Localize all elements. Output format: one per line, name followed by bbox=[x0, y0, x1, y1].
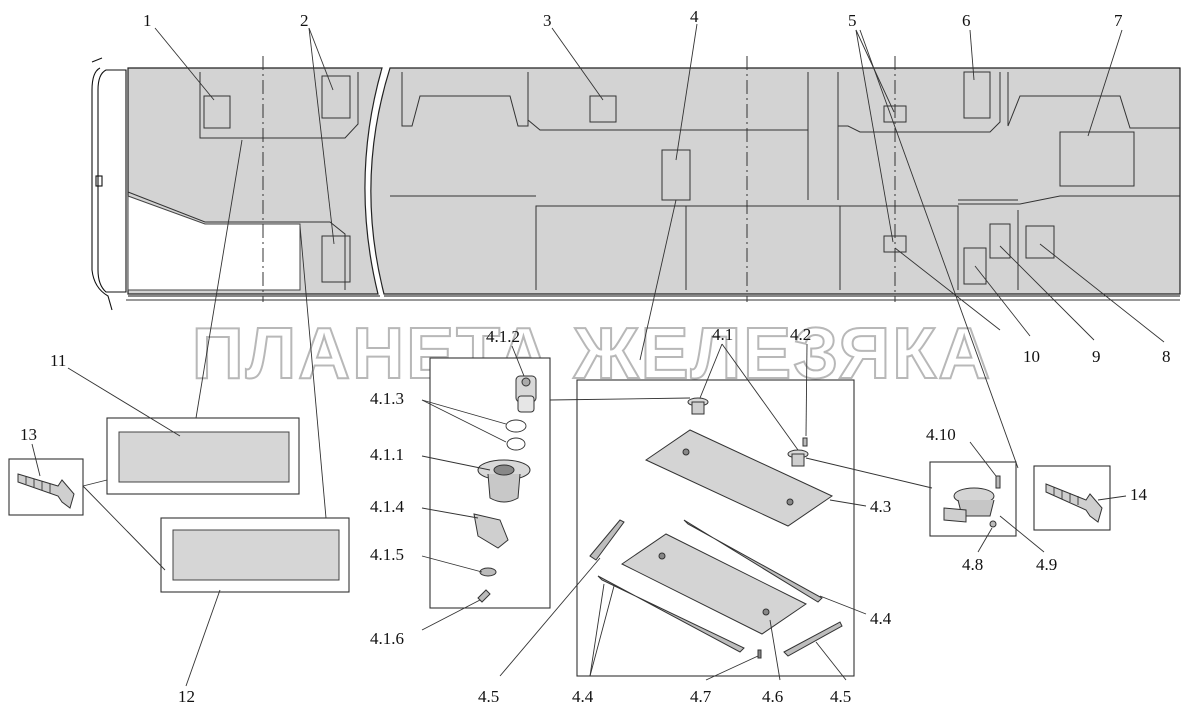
callout-4-1-1: 4.1.1 bbox=[370, 445, 404, 464]
part-4-4-right bbox=[683, 519, 823, 603]
callout-12: 12 bbox=[178, 687, 195, 706]
callout-4-3: 4.3 bbox=[870, 497, 891, 516]
part-4-1-a bbox=[687, 397, 709, 415]
bus-side-view bbox=[91, 56, 1181, 311]
callout-3: 3 bbox=[543, 11, 552, 30]
callout-4-2: 4.2 bbox=[790, 325, 811, 344]
part-4-1-2 bbox=[515, 375, 537, 413]
part-4-5-left bbox=[589, 519, 625, 561]
callout-4-6: 4.6 bbox=[762, 687, 783, 706]
part-4-4-left bbox=[597, 575, 745, 653]
callout-4-10: 4.10 bbox=[926, 425, 956, 444]
part-4-1-5 bbox=[479, 567, 497, 577]
label-plates: 11 12 13 bbox=[8, 139, 350, 706]
part-4-9 bbox=[943, 487, 995, 523]
bus-front-outline bbox=[91, 57, 113, 311]
part-4-1-3-ring-a bbox=[505, 419, 527, 433]
plate-11 bbox=[118, 431, 290, 483]
callout-4-5-right: 4.5 bbox=[830, 687, 851, 706]
callout-7: 7 bbox=[1114, 11, 1123, 30]
callout-4-5-left: 4.5 bbox=[478, 687, 499, 706]
part-4-1-3-ring-b bbox=[506, 437, 526, 451]
callout-11: 11 bbox=[50, 351, 66, 370]
part-4-7 bbox=[757, 649, 762, 659]
callout-4-8: 4.8 bbox=[962, 555, 983, 574]
callout-1: 1 bbox=[143, 11, 152, 30]
callout-4-1-6: 4.1.6 bbox=[370, 629, 404, 648]
callout-4-7: 4.7 bbox=[690, 687, 712, 706]
assembly-4-1-box: 4.1.2 4.1.3 4.1.1 4.1.4 4.1.5 4.1.6 bbox=[370, 327, 551, 648]
callout-4-9: 4.9 bbox=[1036, 555, 1057, 574]
watermark-text: ПЛАНЕТА ЖЕЛЕЗЯКА bbox=[192, 314, 992, 394]
callout-4-1-2: 4.1.2 bbox=[486, 327, 520, 346]
part-4-2 bbox=[802, 437, 808, 447]
callout-10: 10 bbox=[1023, 347, 1040, 366]
bus-rear-section bbox=[370, 67, 1181, 295]
screw-14-group: 14 bbox=[1033, 465, 1148, 531]
part-4-5-right bbox=[783, 621, 843, 657]
callout-9: 9 bbox=[1092, 347, 1101, 366]
part-4-8 bbox=[989, 520, 997, 528]
plate-12 bbox=[172, 529, 340, 581]
callout-4-1-4: 4.1.4 bbox=[370, 497, 405, 516]
assembly-4-10-box: 4.10 4.8 4.9 bbox=[805, 425, 1057, 574]
callout-8: 8 bbox=[1162, 347, 1171, 366]
part-4-1-b bbox=[787, 449, 809, 467]
part-4-1-6 bbox=[477, 589, 491, 603]
part-4-6 bbox=[621, 533, 807, 635]
callout-6: 6 bbox=[962, 11, 971, 30]
callout-14: 14 bbox=[1130, 485, 1148, 504]
assembly-4-box: 4.1 4.2 4.3 4.4 4.4 4.5 4.7 4.6 4.5 bbox=[478, 325, 892, 706]
callout-4-4-left: 4.4 bbox=[572, 687, 594, 706]
callout-4-1: 4.1 bbox=[712, 325, 733, 344]
callout-5: 5 bbox=[848, 11, 857, 30]
callout-4-1-3: 4.1.3 bbox=[370, 389, 404, 408]
callout-4-1-5: 4.1.5 bbox=[370, 545, 404, 564]
callout-2: 2 bbox=[300, 11, 309, 30]
callout-4: 4 bbox=[690, 7, 699, 26]
screw-14 bbox=[1045, 483, 1103, 523]
bus-callouts: 1 2 3 4 5 6 7 8 9 10 bbox=[143, 7, 1171, 469]
part-4-1-1 bbox=[477, 459, 531, 503]
part-4-10 bbox=[995, 475, 1001, 489]
screw-13 bbox=[17, 473, 75, 509]
part-4-3 bbox=[644, 429, 834, 527]
callout-13: 13 bbox=[20, 425, 37, 444]
callout-4-4-right: 4.4 bbox=[870, 609, 892, 628]
part-4-1-4 bbox=[473, 513, 509, 549]
